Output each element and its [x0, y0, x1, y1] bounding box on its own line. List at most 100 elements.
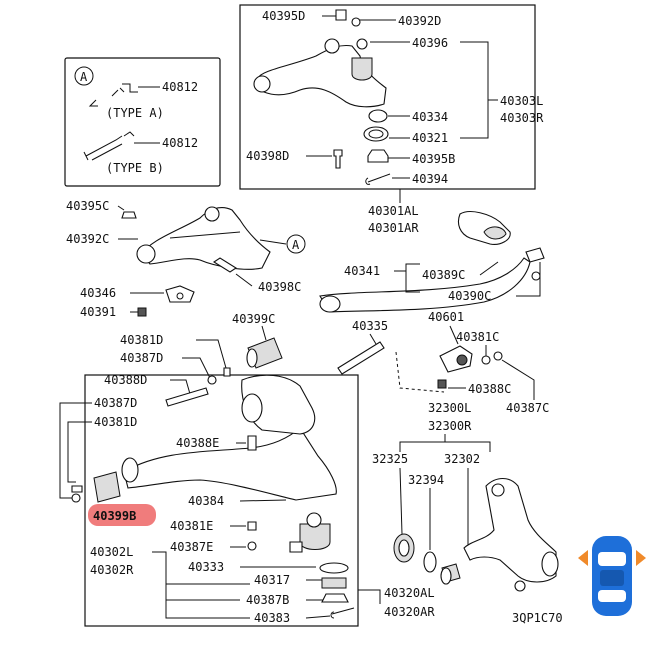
ball-joint-lower-shape [299, 523, 331, 550]
leader-40303-bracket [460, 41, 498, 101]
label-40388E: 40388E [176, 436, 219, 450]
label-type-a: (TYPE A) [106, 106, 164, 120]
nut-40395C-shape [121, 211, 137, 219]
callout-a-letter-2: A [292, 238, 300, 252]
left-hardware-group: 40381D 40387D 40388D 40387D 40381D [59, 333, 231, 503]
car-roof [600, 570, 624, 586]
car-windshield [598, 552, 626, 566]
leader-40383 [305, 615, 331, 619]
ball-joint-40396-shape [351, 57, 373, 81]
ring-40321-inner [368, 129, 384, 139]
label-40394: 40394 [412, 172, 448, 186]
leader-40399C [261, 325, 267, 341]
label-32394: 32394 [408, 473, 444, 487]
bracket-40341-upper-shape [457, 211, 511, 245]
leader-40384 [239, 499, 287, 502]
nut-40395B-shape [367, 149, 389, 163]
cotter-40394-shape [365, 173, 391, 185]
nut-40381D-b-shape [71, 485, 83, 493]
ball-joint-stud-lower [289, 541, 303, 553]
rod-nut-shape [525, 247, 545, 263]
label-40390C: 40390C [448, 289, 491, 303]
label-40381D-b: 40381D [94, 415, 137, 429]
bracket-40601-hole [456, 354, 468, 366]
label-40321: 40321 [412, 131, 448, 145]
label-40391: 40391 [80, 305, 116, 319]
leader-40335 [369, 333, 377, 345]
label-40387D-a: 40387D [120, 351, 163, 365]
bushing-40399C-end [246, 348, 258, 368]
label-40387E: 40387E [170, 540, 213, 554]
leader-40389C [479, 261, 499, 276]
callout-a-circle[interactable] [74, 66, 94, 86]
leader-40381D [196, 339, 227, 369]
label-40381E: 40381E [170, 519, 213, 533]
ring-40321-shape [363, 126, 389, 142]
washer-40387C-shape [493, 351, 503, 361]
highlight-40399B[interactable] [88, 504, 156, 526]
nut-40381D-shape [223, 367, 231, 377]
washer-40387D-b-shape [71, 493, 81, 503]
bolt-40398D-shape [333, 149, 343, 169]
leader-32300 [399, 441, 491, 452]
knuckle-32300-shape [463, 477, 557, 583]
leader-40390C [516, 262, 541, 297]
label-40346: 40346 [80, 286, 116, 300]
nut-40381C-shape [481, 355, 491, 365]
rod-end-shape [319, 295, 341, 313]
car-orientation-icon [578, 536, 646, 616]
label-40334: 40334 [412, 110, 448, 124]
label-40395D: 40395D [262, 9, 305, 23]
label-40303R: 40303R [500, 111, 544, 125]
leader-bracket-lower [165, 568, 250, 619]
callout-a-letter: A [80, 70, 88, 84]
label-40320AR: 40320AR [384, 605, 435, 619]
label-40341: 40341 [344, 264, 380, 278]
cotter-40383-shape [330, 607, 355, 619]
bolt-40388D-shape [165, 387, 209, 407]
label-32300L: 32300L [428, 401, 471, 415]
upper-arm-top-group: 40395D 40392D 40396 40303L 40303R 40334 … [246, 9, 544, 186]
car-arrow-right-icon [636, 550, 646, 566]
label-40387B: 40387B [246, 593, 289, 607]
label-40301AL: 40301AL [368, 204, 419, 218]
leader-40387D-b [59, 402, 92, 499]
label-40399B[interactable]: 40399B [93, 509, 136, 523]
leader-40601 [449, 325, 459, 345]
upper-arm-shaft [169, 231, 241, 239]
rod-washer-shape [531, 271, 541, 281]
label-40395B: 40395B [412, 152, 455, 166]
upper-arm-bushing2-shape [204, 206, 220, 222]
label-40398D: 40398D [246, 149, 289, 163]
label-40388D: 40388D [104, 373, 147, 387]
label-40317: 40317 [254, 573, 290, 587]
label-40398C: 40398C [258, 280, 301, 294]
washer-40387D-shape [207, 375, 217, 385]
knuckle-group: 32300L 32300R 32325 32302 32394 [372, 401, 559, 592]
leader-40398C [235, 273, 253, 287]
bearing-32302-end [440, 567, 452, 585]
upper-arm-bushing-shape [136, 244, 156, 264]
leader-40303-bracket2 [460, 100, 489, 139]
label-32300R: 32300R [428, 419, 472, 433]
tension-rod-group: 40341 40389C 40390C [319, 211, 545, 313]
lower-arm-bushing-upper [241, 393, 263, 423]
type-detail-group: A 40812 (TYPE A) 40812 (TYPE B) [74, 66, 198, 175]
upper-arm-exploded-group: 40395C 40392C A 40398C [66, 199, 306, 294]
knuckle-spindle [541, 551, 559, 577]
nut-40395D-shape [335, 9, 347, 21]
label-40399C: 40399C [232, 312, 275, 326]
label-40389C: 40389C [422, 268, 465, 282]
callout-a-circle-2[interactable] [286, 234, 306, 254]
nut-40387B-shape [321, 593, 349, 603]
car-rear-window [598, 590, 626, 602]
bushing-40389C-shape [483, 226, 507, 240]
label-40601: 40601 [428, 310, 464, 324]
label-40302L: 40302L [90, 545, 133, 559]
lower-arm-shape [123, 427, 337, 501]
label-40384: 40384 [188, 494, 224, 508]
boot-40334-shape [368, 109, 388, 123]
label-40301AR: 40301AR [368, 221, 419, 235]
knuckle-top-hole [491, 483, 505, 497]
